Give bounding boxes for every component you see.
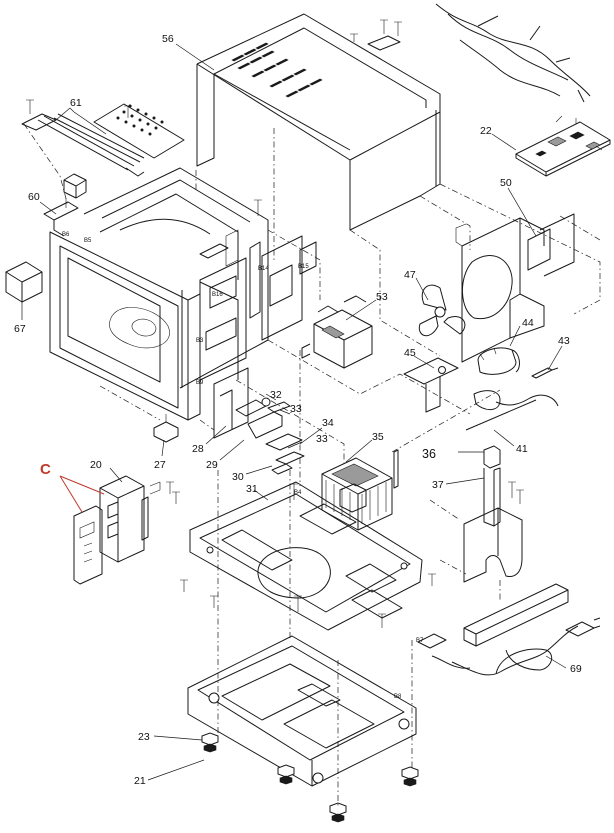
callout-44: 44 [522,317,534,329]
callout-47: 47 [404,269,416,281]
heater-element-part [21,99,185,177]
callout-33: 33 [290,403,302,415]
callout-36: 36 [422,447,436,461]
callout-45: 45 [404,347,416,359]
fastener-tag: B16 [212,292,223,298]
callout-69: 69 [570,663,582,675]
callout-56: 56 [162,33,174,45]
fastener-tag: B9 [196,380,204,386]
door-panel-67-part [5,261,43,303]
fastener-tag: B4 [294,490,302,496]
outer-cabinet-part [196,13,441,231]
callout-30: 30 [232,471,244,483]
feet-part [201,732,419,823]
callout-28: 28 [192,443,204,455]
callout-21: 21 [134,775,146,787]
fan-shroud-part [455,213,575,363]
cabinet-vent-slots [231,42,323,98]
callout-33: 33 [316,433,328,445]
callout-27: 27 [154,459,166,471]
callout-41: 41 [516,443,528,455]
callout-35: 35 [372,431,384,443]
fastener-tag: B6 [62,232,70,238]
callout-61: 61 [70,97,82,109]
interlock-bracket-part [199,199,317,381]
callout-29: 29 [206,459,218,471]
callout-34: 34 [322,417,334,429]
sensor-cable-part [465,390,559,431]
callout-labels: 56 61 22 60 50 67 47 53 44 43 45 32 33 3… [14,33,582,787]
capacitor-part [477,347,520,375]
bottom-tray-part [187,635,417,787]
callout-43: 43 [558,335,570,347]
air-guide-part [463,507,523,583]
fastener-tag: B7 [416,638,424,644]
callout-23: 23 [138,731,150,743]
fastener-tag: B8 [394,694,402,700]
front-strip-part [463,583,569,647]
relay-box-part [63,173,87,199]
fastener-tag: B14 [258,266,269,272]
callout-31: 31 [246,483,258,495]
fastener-tag: B15 [298,264,309,270]
fastener-tag: B3 [196,338,204,344]
control-panel-part [99,475,180,563]
fastener-tag: B5 [84,238,92,244]
fastener-tags: B6 B5 B14 B15 B3 B9 B4 B7 B8 B16 [62,232,424,700]
cooling-fan-blade-part [418,284,466,337]
callout-37: 37 [432,479,444,491]
callout-20: 20 [90,459,102,471]
callout-32: 32 [270,389,282,401]
diode-part [531,367,559,379]
assembly-guide-lines [23,123,601,806]
section-c-pointer [59,475,105,513]
bracket-60-part [43,198,79,237]
magnetron-part [301,295,373,369]
turntable-motor-part [153,414,179,443]
heater-plate-holes [116,104,164,136]
callout-50: 50 [500,177,512,189]
wire-harness-part [435,3,591,103]
stirrer-motor-part [483,445,524,527]
callout-53: 53 [376,291,388,303]
callout-60: 60 [28,191,40,203]
door-latch-part [213,367,305,500]
section-letter-c: C [40,461,51,478]
hv-transformer-part [321,449,399,531]
base-plate-part [180,481,436,631]
decor-panel-part [73,505,103,585]
callout-22: 22 [480,125,492,137]
door-frame-part [49,231,201,421]
leader-lines [21,43,567,781]
callout-67: 67 [14,323,26,335]
control-pcb-part [515,115,611,177]
cabinet-screws [350,19,402,51]
